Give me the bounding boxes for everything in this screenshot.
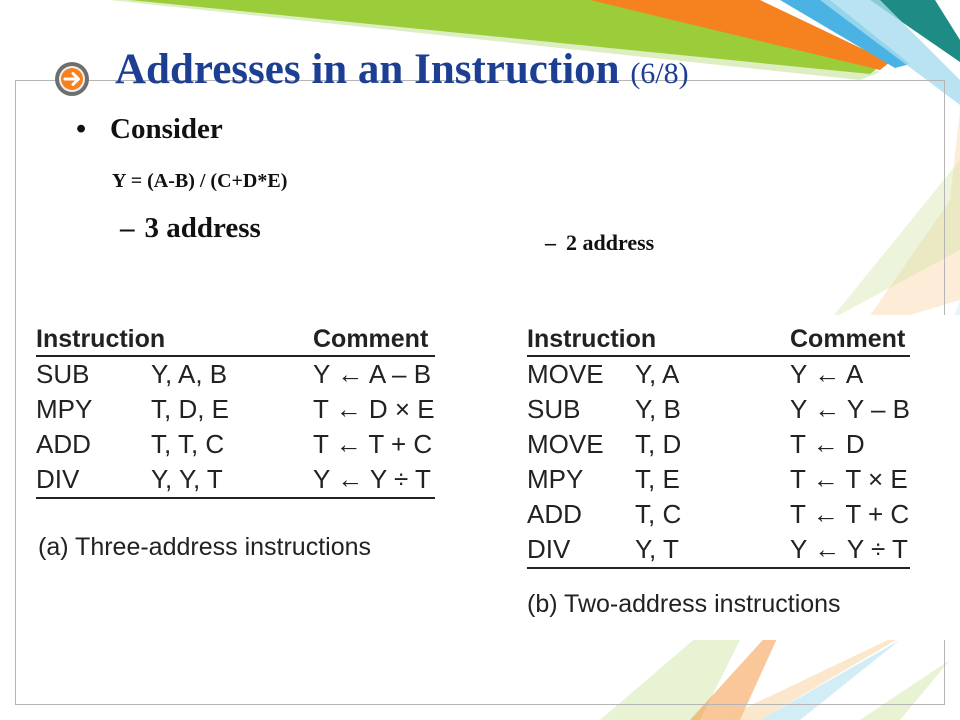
- table-row: DIV Y, Y, T Y ← Y ÷ T: [36, 462, 435, 499]
- table-row: ADD T, C T ← T + C: [527, 497, 910, 532]
- op-cell: SUB: [527, 394, 581, 424]
- comment-cell: Y ← Y – B: [790, 394, 910, 424]
- header-instruction: Instruction: [36, 325, 166, 353]
- comment-cell: T ← D: [790, 429, 865, 459]
- comment-cell: T ← T × E: [790, 464, 908, 494]
- op-cell: DIV: [36, 464, 80, 494]
- header-comment: Comment: [790, 325, 906, 353]
- header-instruction: Instruction: [527, 325, 657, 353]
- op-cell: ADD: [36, 429, 91, 459]
- three-address-table: Instruction Comment SUB Y, A, B Y ← A – …: [36, 323, 435, 499]
- operands-cell: Y, A, B: [151, 359, 228, 389]
- slide-title-text: Addresses in an Instruction: [115, 46, 620, 93]
- operands-cell: Y, B: [635, 394, 681, 424]
- three-address-caption: (a) Three-address instructions: [38, 533, 372, 561]
- op-cell: MPY: [36, 394, 93, 424]
- operands-cell: T, D, E: [151, 394, 230, 424]
- table-row: ADD T, T, C T ← T + C: [36, 427, 435, 462]
- operands-cell: Y, Y, T: [151, 464, 223, 494]
- table-row: SUB Y, A, B Y ← A – B: [36, 357, 435, 392]
- slide-title: Addresses in an Instruction (6/8): [115, 44, 689, 96]
- op-cell: DIV: [527, 534, 571, 564]
- op-cell: MPY: [527, 464, 584, 494]
- op-cell: ADD: [527, 499, 582, 529]
- table-row: MOVE Y, A Y ← A: [527, 357, 910, 392]
- comment-cell: Y ← A – B: [313, 359, 432, 389]
- slide-title-page-indicator: (6/8): [630, 57, 689, 90]
- sub-item-two-address: –2 address: [545, 230, 654, 256]
- comment-cell: Y ← A: [790, 359, 864, 389]
- arrow-right-circle-icon[interactable]: [53, 60, 91, 98]
- comment-cell: Y ← Y ÷ T: [790, 534, 908, 564]
- dash-mark: –: [545, 230, 556, 255]
- table-header: Instruction Comment: [527, 323, 910, 357]
- table-row: MPY T, E T ← T × E: [527, 462, 910, 497]
- comment-cell: T ← D × E: [313, 394, 435, 424]
- table-row: SUB Y, B Y ← Y – B: [527, 392, 910, 427]
- op-cell: MOVE: [527, 359, 604, 389]
- operands-cell: T, E: [635, 464, 680, 494]
- table-row: MPY T, D, E T ← D × E: [36, 392, 435, 427]
- operands-cell: T, D: [635, 429, 682, 459]
- dash-mark: –: [120, 212, 135, 244]
- equation: Y = (A-B) / (C+D*E): [112, 170, 288, 192]
- bullet-consider: • Consider: [76, 113, 223, 146]
- comment-cell: T ← T + C: [313, 429, 433, 459]
- op-cell: MOVE: [527, 429, 604, 459]
- op-cell: SUB: [36, 359, 90, 389]
- table-header: Instruction Comment: [36, 323, 435, 357]
- two-address-table: Instruction Comment MOVE Y, A Y ← A SUB …: [527, 323, 910, 569]
- comment-cell: T ← T + C: [790, 499, 910, 529]
- two-address-figure: Instruction Comment MOVE Y, A Y ← A SUB …: [515, 315, 960, 640]
- bullet-text: Consider: [110, 113, 223, 145]
- operands-cell: Y, T: [635, 534, 679, 564]
- sub-item-three-address: –3 address: [120, 212, 261, 245]
- two-address-caption: (b) Two-address instructions: [527, 590, 841, 618]
- table-row: MOVE T, D T ← D: [527, 427, 910, 462]
- sub-item-three-address-text: 3 address: [144, 212, 261, 244]
- comment-cell: Y ← Y ÷ T: [313, 464, 431, 494]
- operands-cell: T, T, C: [151, 429, 225, 459]
- header-comment: Comment: [313, 325, 429, 353]
- sub-item-two-address-text: 2 address: [566, 230, 655, 255]
- operands-cell: T, C: [635, 499, 682, 529]
- operands-cell: Y, A: [635, 359, 680, 389]
- table-row: DIV Y, T Y ← Y ÷ T: [527, 532, 910, 569]
- three-address-figure: Instruction Comment SUB Y, A, B Y ← A – …: [18, 315, 488, 585]
- bullet-mark: •: [76, 113, 87, 145]
